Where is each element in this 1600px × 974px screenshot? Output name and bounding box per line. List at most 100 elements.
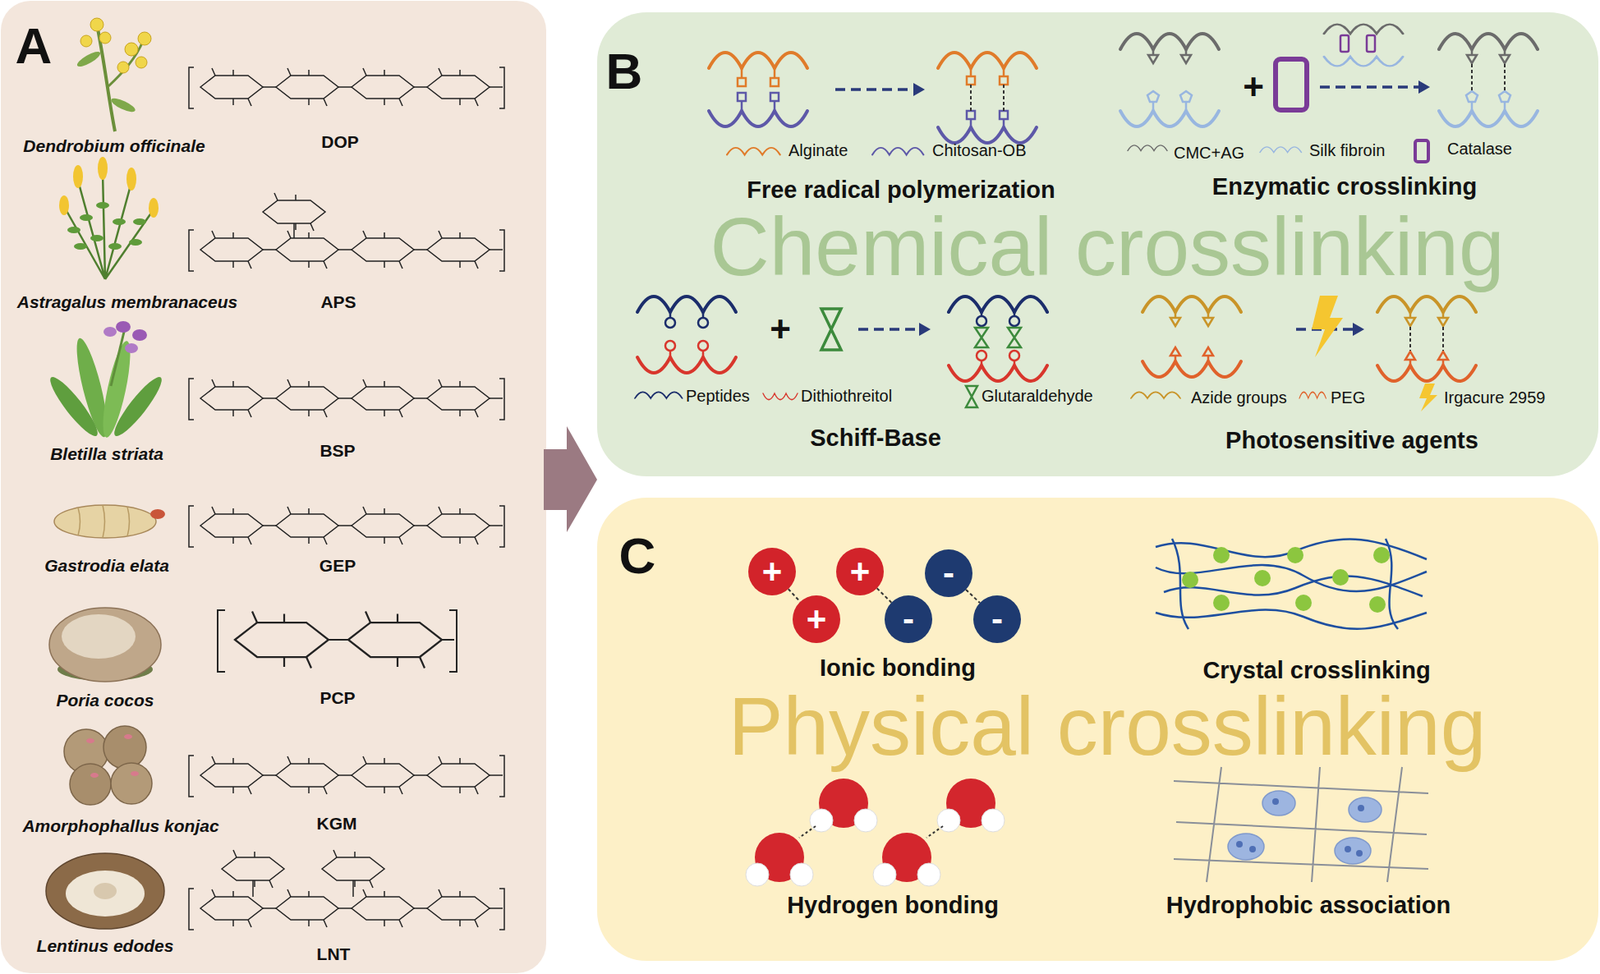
water-molecules-part: [745, 832, 814, 887]
plus-sign: +: [769, 308, 791, 351]
free-radical-scheme-part: [872, 147, 924, 156]
astragalus-plant-part-part: [128, 239, 143, 246]
structure-formulas-part: [188, 67, 505, 109]
photo-crosslinking-scheme-part-part: [1203, 347, 1214, 356]
scheme-label: Chitosan-OB: [932, 141, 1027, 161]
structure-formulas-part: [252, 880, 254, 897]
konjac-corms: [64, 726, 152, 805]
block-arrow: [543, 426, 598, 533]
schiff-base-scheme-part: [965, 386, 978, 408]
hydrophobic-network-part-part: [1357, 804, 1365, 812]
schiff-base-scheme-part: [634, 391, 683, 399]
photo-crosslinking-scheme-part-part: [1405, 351, 1416, 360]
photo-crosslinking-scheme-part: [1405, 312, 1449, 327]
enzymatic-scheme-part: [1415, 140, 1429, 162]
photo-crosslinking-scheme-part: [1131, 391, 1181, 399]
structure-formulas-part: [188, 505, 505, 548]
panel-ground: [597, 12, 1599, 477]
free-radical-scheme-part: [726, 147, 781, 156]
crystal-network-part-part: [1295, 594, 1312, 612]
free-radical-scheme-part: [970, 84, 1004, 111]
schiff-base-scheme-part-part: [698, 340, 709, 351]
photo-crosslinking-scheme-part: [1377, 365, 1476, 382]
free-radical-scheme-part: [913, 82, 925, 97]
structure-formulas-part: [188, 888, 505, 930]
dendrobium-plant: [75, 18, 152, 132]
schiff-base-scheme-part: [763, 393, 798, 400]
crystal-network-part-part: [1213, 594, 1230, 612]
species-label: Amorphophallus konjac: [22, 816, 219, 837]
photo-crosslinking-scheme-part: [1405, 351, 1449, 366]
schiff-base-scheme-part: [974, 327, 989, 348]
crystal-network-part-part: [1155, 609, 1427, 629]
bletilla-plant-part: [132, 329, 148, 341]
panel-watermark: Chemical crosslinking: [710, 205, 1505, 288]
astragalus-plant-part-part: [59, 195, 69, 216]
enzymatic-scheme-part: [1148, 49, 1191, 64]
enzymatic-scheme-part: [1366, 35, 1375, 52]
photo-crosslinking-scheme-part: [1170, 347, 1214, 362]
photo-crosslinking-scheme-part: [1142, 361, 1242, 378]
photo-crosslinking-scheme-part-part: [1438, 351, 1449, 360]
free-radical-scheme-part-part: [770, 92, 779, 102]
astragalus-plant: [59, 156, 159, 280]
bletilla-plant-part: [124, 343, 138, 354]
photo-crosslinking-scheme-part-part: [1405, 317, 1416, 327]
bletilla-plant-part: [103, 326, 117, 337]
free-radical-scheme-part: [737, 92, 779, 111]
enzymatic-scheme-part: [1471, 64, 1505, 91]
panel-region: CPhysical crosslinking++-+--Ionic bondin…: [597, 497, 1600, 961]
astragalus-plant-part-part: [67, 226, 81, 234]
astragalus-plant-part: [65, 172, 152, 280]
water-molecules-part-part: [799, 826, 816, 838]
charge-sign: +: [762, 554, 783, 589]
structure-formulas-part: [188, 229, 505, 272]
charge-sign: +: [850, 554, 871, 589]
free-radical-scheme-part-part: [999, 76, 1008, 85]
schiff-base-scheme-part: [919, 322, 931, 336]
photo-crosslinking-scheme-part: [1170, 312, 1214, 327]
species-label: KGM: [317, 813, 358, 834]
astragalus-plant-part-part: [96, 202, 110, 209]
panel-watermark: Physical crosslinking: [728, 685, 1487, 768]
schiff-base-scheme-part-part: [976, 350, 987, 361]
species-label: GEP: [319, 556, 356, 576]
chemical-crosslinking-art: [634, 24, 1538, 412]
schiff-base-scheme-part-part: [976, 316, 987, 327]
dendrobium-plant-part: [80, 35, 92, 47]
crystal-network-part: [1181, 547, 1390, 613]
enzymatic-scheme-part: [1439, 33, 1538, 50]
hydrophobic-network-part: [1227, 790, 1382, 865]
photo-crosslinking-scheme-part-part: [1442, 326, 1444, 351]
scheme-label: Catalase: [1447, 139, 1513, 159]
enzymatic-scheme-part-part: [1152, 102, 1155, 111]
free-radical-scheme-part: [937, 127, 1037, 143]
plus-sign: +: [1242, 66, 1265, 109]
free-radical-scheme-part-part: [773, 68, 777, 79]
bletilla-plant-part: [115, 321, 131, 333]
hydrophobic-network-part-part: [1262, 790, 1296, 816]
enzymatic-scheme-part-part: [1471, 64, 1473, 91]
structure-formulas-part: [352, 880, 355, 897]
scheme-label: Silk fibroin: [1309, 141, 1385, 161]
enzymatic-scheme-part-part: [1499, 55, 1510, 64]
enzymatic-scheme-part-part: [1503, 64, 1506, 91]
water-molecules: [745, 778, 1005, 887]
scheme-label: Peptides: [685, 386, 750, 406]
ionic-link: [965, 589, 980, 603]
hydrophobic-network-part-part: [1334, 837, 1371, 865]
hydrophobic-network-part-part: [1236, 841, 1243, 848]
scheme-label: Ionic bonding: [819, 654, 976, 682]
free-radical-scheme-part-part: [737, 92, 746, 102]
schiff-base-scheme-part: [1007, 327, 1021, 348]
hydrophobic-network-part: [1173, 767, 1429, 883]
scheme-label: Hydrophobic association: [1166, 891, 1451, 920]
photo-crosslinking-scheme-part-part: [1203, 317, 1214, 327]
panel-letter: B: [606, 45, 644, 97]
free-radical-scheme-part: [966, 68, 1008, 85]
konjac-corms-part-part: [130, 771, 139, 777]
shiitake-mushroom-part: [65, 870, 145, 917]
species-label: DOP: [321, 132, 359, 152]
ion-circle: -: [884, 595, 933, 644]
free-radical-scheme-part-part: [1002, 68, 1006, 77]
